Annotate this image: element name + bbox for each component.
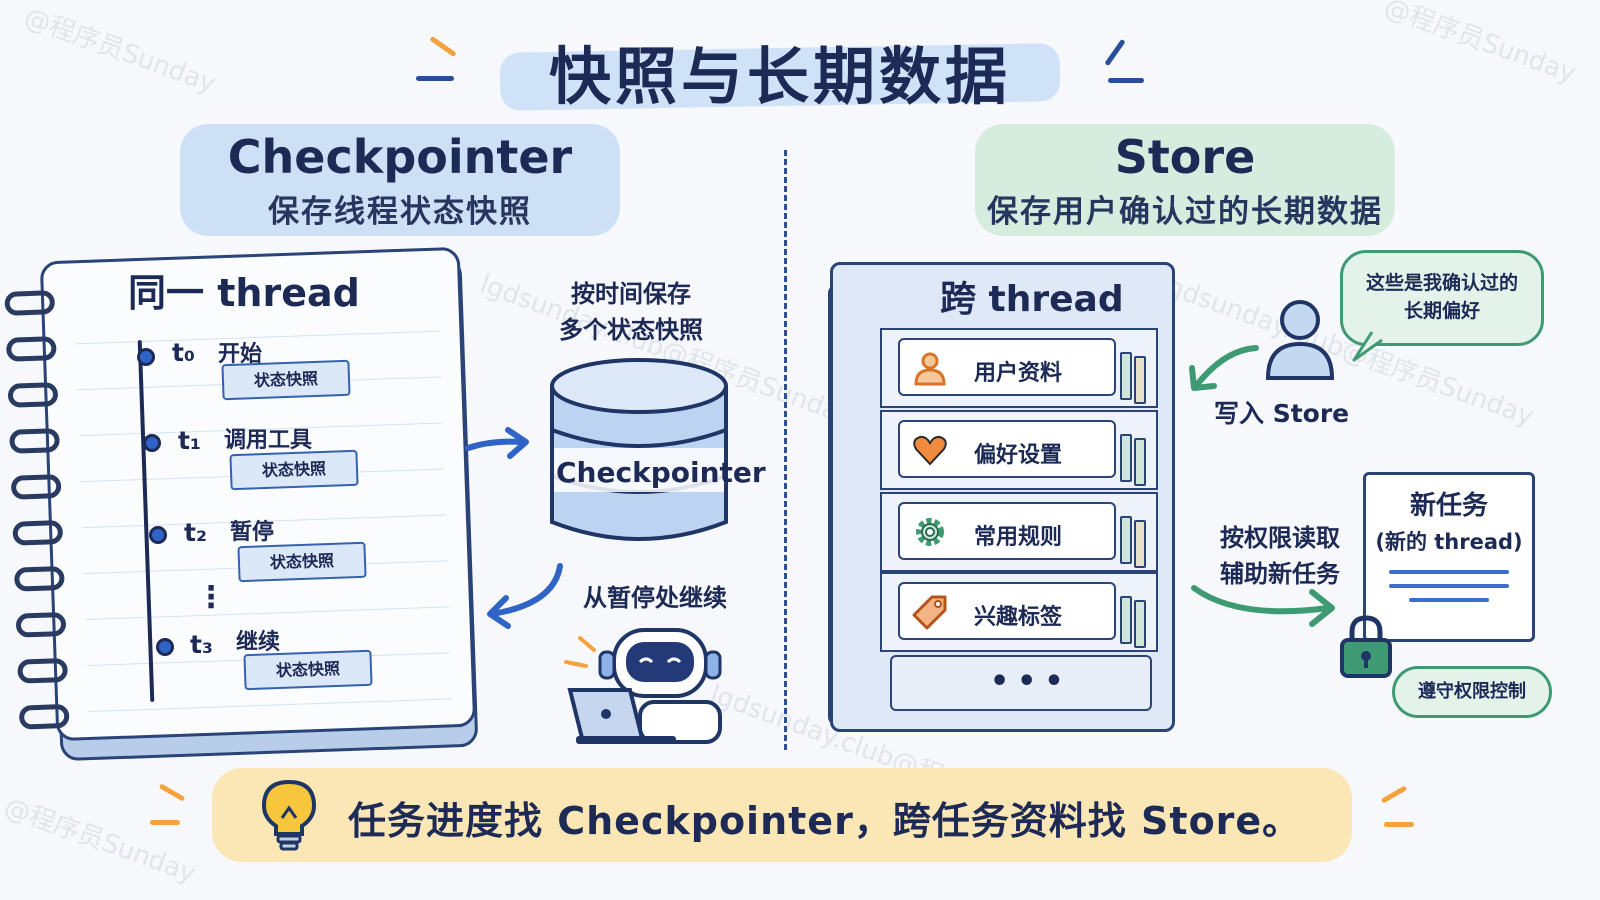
timeline-time: t₁ bbox=[178, 426, 201, 455]
save-note-line: 多个状态快照 bbox=[559, 316, 703, 344]
save-note: 按时间保存 多个状态快照 bbox=[536, 276, 726, 348]
store-item-label: 用户资料 bbox=[974, 361, 1063, 386]
bubble-line: 这些是我确认过的 bbox=[1365, 272, 1518, 294]
watermark: @程序员Sunday bbox=[20, 2, 220, 100]
title-accent-stroke bbox=[429, 35, 457, 58]
save-note-line: 按时间保存 bbox=[571, 280, 691, 308]
banner-accent-stroke bbox=[1384, 822, 1414, 827]
checkpointer-database-icon bbox=[550, 358, 728, 541]
permission-note: 遵守权限控制 bbox=[1392, 666, 1552, 718]
lock-icon bbox=[1340, 615, 1392, 678]
timeline-time: t₀ bbox=[172, 338, 195, 367]
store-heading: Store bbox=[1114, 130, 1256, 184]
title-accent-stroke bbox=[416, 76, 454, 81]
watermark: @程序员Sunday bbox=[1380, 0, 1580, 90]
new-task-title: 新任务 bbox=[1409, 491, 1488, 521]
store-item-label: 偏好设置 bbox=[974, 443, 1063, 468]
section-divider bbox=[784, 150, 787, 750]
timeline-dot bbox=[137, 348, 155, 366]
store-header: Store 保存用户确认过的长期数据 bbox=[975, 124, 1395, 236]
resume-note: 从暂停处继续 bbox=[583, 584, 727, 612]
snapshot-tag: 状态快照 bbox=[229, 449, 359, 491]
read-line: 按权限读取 bbox=[1220, 524, 1340, 552]
timeline-dot bbox=[143, 434, 161, 452]
title-accent-stroke bbox=[1108, 78, 1144, 83]
store-subheading: 保存用户确认过的长期数据 bbox=[987, 194, 1383, 230]
store-item-interest-tags: 兴趣标签 bbox=[898, 582, 1116, 640]
cabinet-bottom-drawer bbox=[890, 655, 1152, 711]
store-item-rules: 常用规则 bbox=[898, 502, 1116, 560]
user-icon bbox=[914, 352, 946, 386]
store-item-user-profile: 用户资料 bbox=[898, 338, 1116, 396]
arrow-write-icon bbox=[1189, 345, 1259, 391]
new-task-card: 新任务 (新的 thread) bbox=[1363, 472, 1535, 642]
timeline-label: 继续 bbox=[236, 630, 281, 655]
robot-laptop-icon bbox=[564, 628, 722, 744]
summary-text: 任务进度找 Checkpointer，跨任务资料找 Store。 bbox=[348, 799, 1302, 843]
checkpointer-header: Checkpointer 保存线程状态快照 bbox=[180, 124, 620, 236]
lightbulb-icon bbox=[261, 779, 317, 851]
timeline-dot bbox=[149, 526, 167, 544]
database-label: Checkpointer bbox=[556, 456, 766, 489]
arrow-back-icon bbox=[487, 563, 563, 629]
timeline-dot bbox=[156, 638, 174, 656]
heart-icon bbox=[913, 435, 947, 466]
banner-accent-stroke bbox=[158, 783, 186, 802]
banner-accent-stroke bbox=[1380, 785, 1408, 804]
timeline-label: 暂停 bbox=[230, 520, 275, 545]
read-line: 辅助新任务 bbox=[1220, 560, 1340, 588]
person-icon bbox=[1265, 300, 1335, 380]
title-accent-stroke bbox=[1104, 38, 1126, 67]
confirmation-bubble: 这些是我确认过的 长期偏好 bbox=[1340, 250, 1544, 346]
gear-icon bbox=[916, 518, 944, 546]
timeline-time: t₃ bbox=[190, 630, 213, 659]
checkpointer-subheading: 保存线程状态快照 bbox=[268, 194, 532, 230]
store-item-label: 常用规则 bbox=[974, 525, 1063, 550]
watermark: @程序员Sunday bbox=[0, 792, 200, 890]
arrow-read-icon bbox=[1191, 585, 1335, 627]
read-permission-label: 按权限读取 辅助新任务 bbox=[1210, 520, 1350, 592]
snapshot-tag: 状态快照 bbox=[237, 541, 367, 583]
notebook-title: 同一 thread bbox=[128, 271, 360, 315]
write-store-label: 写入 Store bbox=[1214, 399, 1350, 428]
checkpointer-heading: Checkpointer bbox=[227, 130, 573, 184]
snapshot-tag: 状态快照 bbox=[243, 649, 373, 691]
summary-banner bbox=[212, 768, 1352, 862]
new-task-subtitle: (新的 thread) bbox=[1375, 530, 1523, 554]
more-items: ••• bbox=[990, 664, 1072, 699]
timeline-label: 调用工具 bbox=[224, 428, 313, 453]
store-item-label: 兴趣标签 bbox=[974, 605, 1063, 630]
timeline-ellipsis: ⋮ bbox=[196, 580, 226, 615]
timeline-time: t₂ bbox=[184, 518, 207, 547]
page-title: 快照与长期数据 bbox=[548, 40, 1011, 113]
bubble-tail bbox=[1352, 331, 1383, 362]
snapshot-tag: 状态快照 bbox=[221, 359, 351, 401]
tag-icon bbox=[912, 595, 947, 630]
banner-accent-stroke bbox=[150, 820, 180, 825]
bubble-line: 长期偏好 bbox=[1403, 300, 1480, 322]
store-item-preferences: 偏好设置 bbox=[898, 420, 1116, 478]
title-area: 快照与长期数据 bbox=[480, 18, 1080, 113]
cabinet-title: 跨 thread bbox=[940, 279, 1124, 320]
arrow-right-icon bbox=[465, 427, 529, 459]
